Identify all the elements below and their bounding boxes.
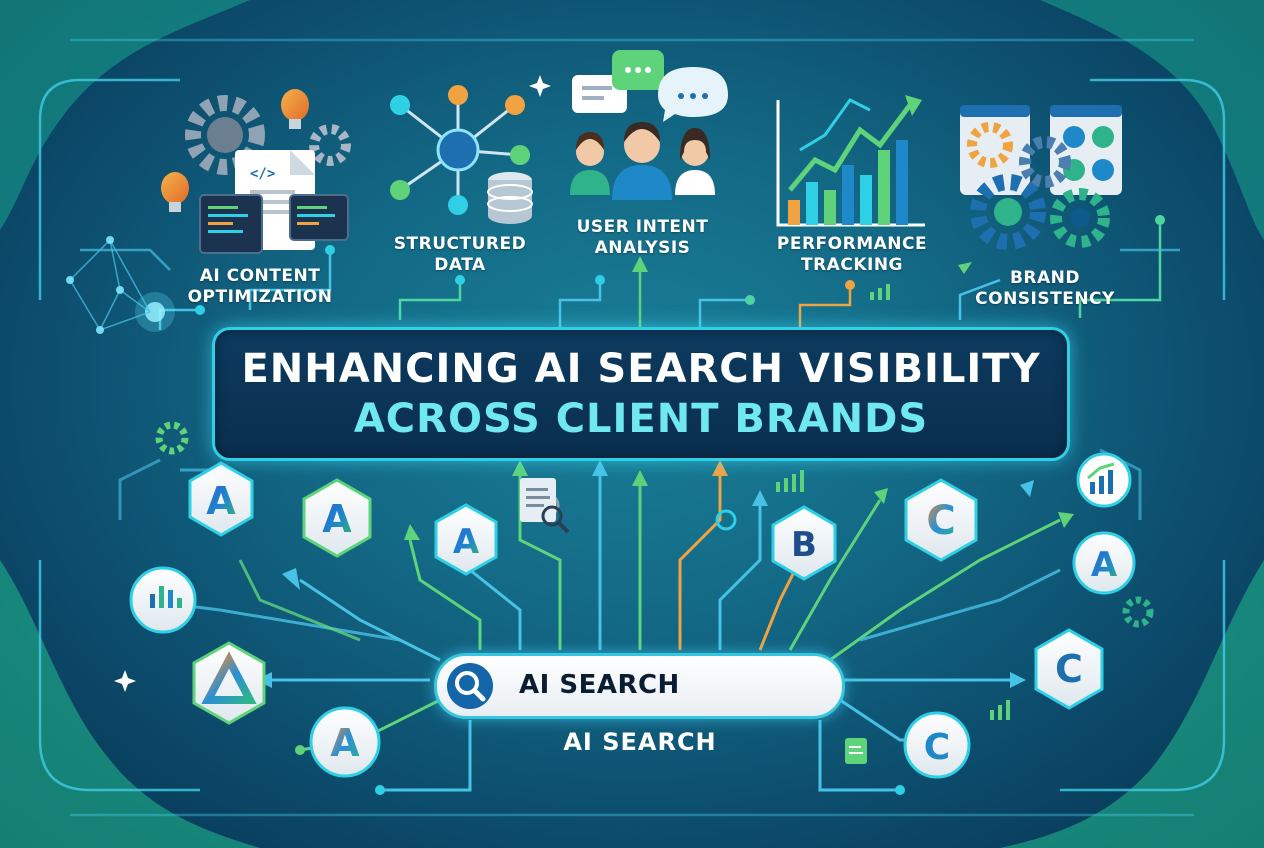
brand-logo-hexagon-a: A (188, 461, 254, 537)
search-button[interactable] (447, 663, 493, 709)
corner-shape-bottom-left (0, 560, 260, 848)
gear-icon (155, 421, 189, 455)
search-icon (455, 671, 486, 702)
svg-text:C: C (1055, 647, 1083, 691)
brand-logo-hexagon-a: A (302, 478, 372, 558)
feature-label-brand-consistency: BRAND CONSISTENCY (975, 268, 1115, 309)
page-title: ENHANCING AI SEARCH VISIBILITY (241, 346, 1041, 392)
sparkle-icons (114, 75, 551, 692)
svg-text:A: A (453, 522, 480, 562)
svg-text:B: B (791, 525, 817, 565)
svg-text:A: A (330, 721, 360, 765)
document-icon-small (845, 738, 867, 764)
network-database-icon (399, 95, 521, 205)
arrow-up-top (632, 256, 648, 272)
brand-logo-circle-c: C (903, 711, 971, 779)
feature-label-user-intent-analysis: USER INTENT ANALYSIS (576, 217, 709, 258)
brand-logo-hexagon-a (192, 641, 266, 725)
corner-shape-bottom-right (1000, 560, 1264, 848)
feature-label-performance-tracking: PERFORMANCE TRACKING (776, 234, 928, 275)
left-network-web (69, 238, 152, 331)
bar-chart-trend-icon (776, 95, 925, 227)
svg-text:A: A (206, 479, 236, 523)
svg-text:A: A (322, 497, 352, 541)
search-caption: AI SEARCH (563, 728, 717, 756)
brand-logo-circle-a: A (309, 706, 381, 778)
svg-text:</>: </> (250, 166, 275, 182)
search-input[interactable]: AI SEARCH (519, 670, 680, 700)
bottom-arrowheads (256, 460, 1074, 688)
page-subtitle: ACROSS CLIENT BRANDS (353, 396, 929, 442)
brand-logo-hexagon-a: A (434, 503, 498, 576)
code-document-gear-icon: </> (161, 89, 351, 254)
search-bar[interactable]: AI SEARCH (434, 653, 845, 719)
brand-logo-circle-a: A (1072, 531, 1136, 595)
brand-logo-hexagon-b: B (771, 505, 837, 581)
document-search-icon (520, 478, 570, 534)
brand-logo-hexagon-c: C (904, 478, 978, 562)
corner-shape-top-left (0, 0, 250, 230)
svg-text:A: A (1091, 545, 1118, 585)
users-chat-icon (570, 50, 728, 200)
gears-windows-icon (960, 105, 1122, 250)
frame-lines (38, 38, 1226, 817)
svg-text:C: C (926, 498, 955, 544)
corner-shape-top-right (1040, 0, 1264, 240)
title-banner: ENHANCING AI SEARCH VISIBILITY ACROSS CL… (212, 327, 1070, 461)
top-circuit-traces (80, 220, 1180, 330)
gear-icon (1122, 596, 1154, 628)
svg-text:C: C (924, 727, 950, 768)
brand-logo-hexagon-c: C (1034, 628, 1104, 710)
brand-logo-circle-bars (129, 566, 197, 634)
decorative-bars (776, 284, 1010, 720)
feature-label-ai-content-optimization: AI CONTENT OPTIMIZATION (187, 266, 333, 307)
feature-label-structured-data: STRUCTURED DATA (393, 234, 527, 275)
bar-chart-icon (1076, 452, 1132, 508)
